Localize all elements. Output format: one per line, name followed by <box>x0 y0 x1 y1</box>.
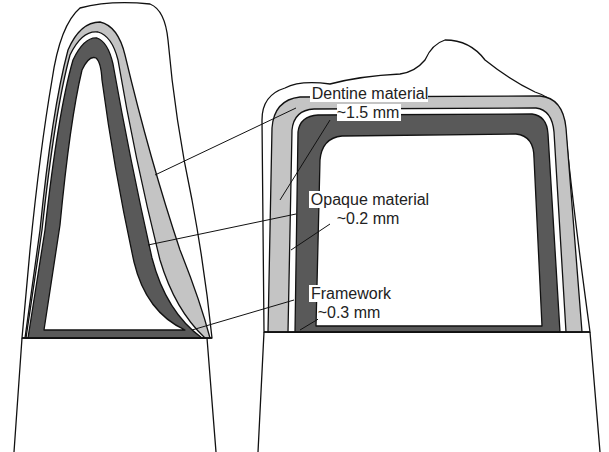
prepared-tooth <box>44 58 185 331</box>
margin-line <box>22 337 212 338</box>
leader-line <box>280 120 330 200</box>
root-outline <box>258 332 600 452</box>
crown-outline <box>22 3 212 338</box>
crown-outline <box>262 40 590 332</box>
root-outline <box>14 338 216 452</box>
leader-line <box>300 318 320 330</box>
framework-layer <box>28 38 202 338</box>
leader-line <box>148 214 296 245</box>
dimension-label: Dentine material ~1.5 mm <box>298 84 440 122</box>
dentine-layer <box>268 96 582 332</box>
dimension-label: Opaque material ~0.2 mm <box>298 190 440 228</box>
margin-line <box>264 331 590 332</box>
framework-layer <box>295 114 560 332</box>
dimension-label: Framework ~0.3 mm <box>298 284 402 322</box>
leader-line <box>291 224 330 250</box>
leader-line <box>192 300 294 330</box>
dentine-layer <box>25 22 210 338</box>
opaque-layer <box>26 32 205 338</box>
leader-line <box>155 108 296 175</box>
opaque-layer <box>288 108 566 332</box>
